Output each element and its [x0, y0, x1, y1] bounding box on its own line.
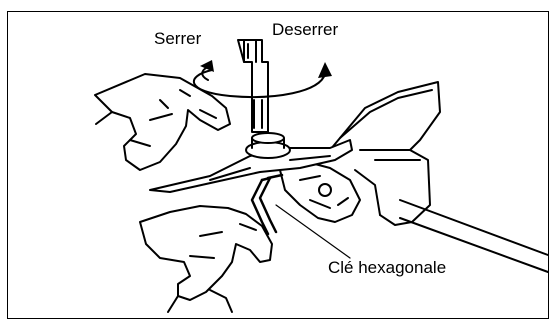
blade-nut: [246, 133, 290, 158]
socket-wrench: [238, 40, 268, 132]
tighten-label: Serrer: [154, 30, 201, 47]
hex-key-label: Clé hexagonale: [328, 259, 446, 276]
lower-hand: [140, 206, 272, 312]
upper-hand: [95, 74, 230, 170]
loosen-label: Deserrer: [272, 21, 338, 38]
tighten-arrowhead: [200, 60, 214, 72]
loosen-arrowhead: [318, 62, 332, 78]
